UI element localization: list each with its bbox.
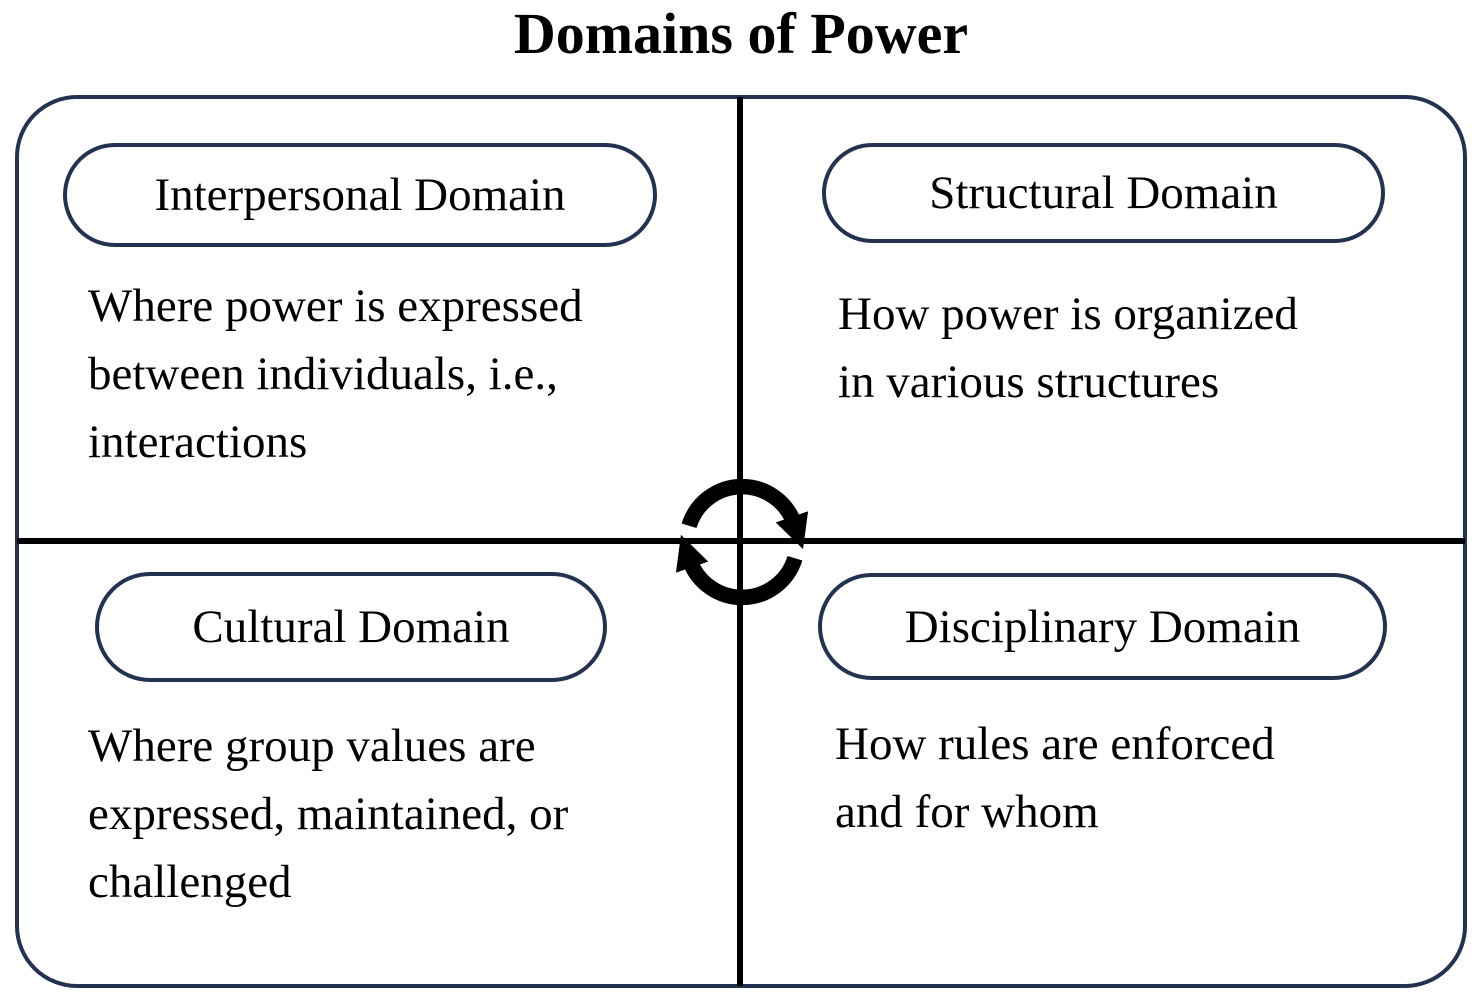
disciplinary-domain-pill: Disciplinary Domain	[818, 573, 1387, 680]
structural-domain-description: How power is organized in various struct…	[838, 288, 1298, 408]
structural-domain-pill: Structural Domain	[822, 143, 1385, 243]
interpersonal-domain-description: Where power is expressed between individ…	[88, 280, 583, 468]
cultural-domain-pill: Cultural Domain	[95, 572, 607, 682]
interpersonal-domain-pill: Interpersonal Domain	[63, 143, 657, 247]
disciplinary-domain-label: Disciplinary Domain	[904, 600, 1301, 653]
cultural-domain-description: Where group values are expressed, mainta…	[88, 720, 569, 908]
diagram-title: Domains of Power	[513, 1, 969, 66]
interpersonal-domain-label: Interpersonal Domain	[154, 169, 566, 221]
disciplinary-domain-description: How rules are enforced and for whom	[835, 718, 1275, 838]
horizontal-divider-line	[17, 538, 1465, 544]
cultural-domain-label: Cultural Domain	[192, 601, 510, 653]
structural-domain-label: Structural Domain	[929, 167, 1278, 219]
cycle-arrows-icon	[675, 478, 809, 606]
